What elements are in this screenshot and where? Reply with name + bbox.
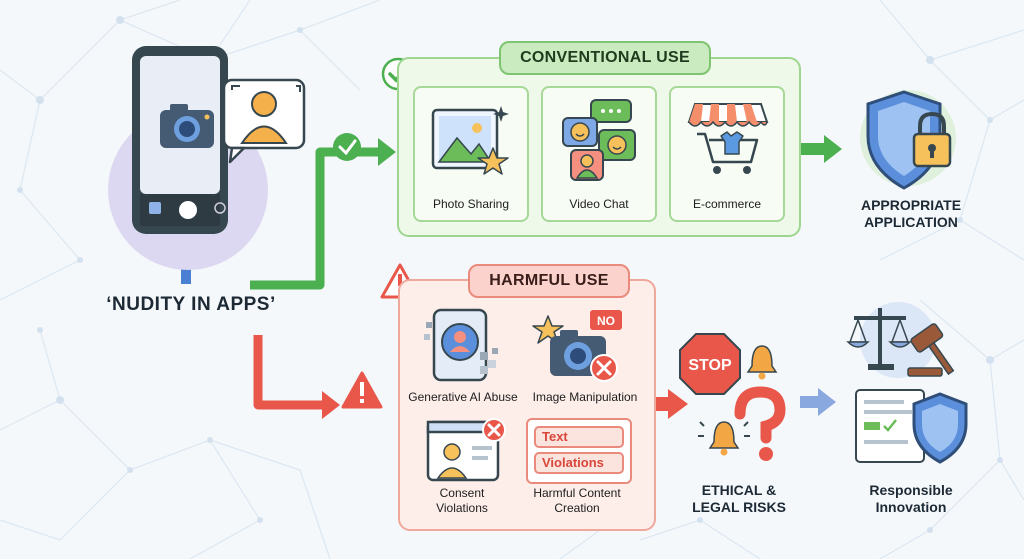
topic-title: ‘NUDITY IN APPS’ xyxy=(106,294,276,315)
warning-triangle-icon xyxy=(341,371,383,409)
shopping-cart-icon xyxy=(687,103,769,174)
camera-icon xyxy=(160,104,214,148)
card-photo-sharing: Photo Sharing xyxy=(413,86,529,222)
legal-risks-line: LEGAL RISKS xyxy=(692,499,786,515)
harmful-content-label: Harmful Content Creation xyxy=(518,486,636,516)
application-line: APPLICATION xyxy=(864,214,958,230)
shield-lock-icon xyxy=(860,90,956,190)
profile-bubble-icon xyxy=(222,78,306,164)
consent-violations-label: Consent Violations xyxy=(412,486,512,516)
red-flow-arrow xyxy=(253,335,340,419)
violations-tag: Violations xyxy=(534,452,624,474)
text-tag: Text xyxy=(534,426,624,448)
responsible-innovation-label: Responsible Innovation xyxy=(836,482,986,516)
green-outcome-arrow xyxy=(800,135,842,163)
bell-icon xyxy=(746,345,778,380)
consent-line: Consent xyxy=(439,486,485,500)
generative-ai-abuse-label: Generative AI Abuse xyxy=(408,390,518,404)
no-badge-text: NO xyxy=(597,314,615,328)
harmful-use-title: HARMFUL USE xyxy=(468,264,630,298)
stop-text: STOP xyxy=(688,357,732,374)
ethical-line: ETHICAL & xyxy=(701,482,777,498)
video-chat-label: Video Chat xyxy=(569,197,629,211)
e-commerce-label: E-commerce xyxy=(692,197,761,211)
phone-illustration xyxy=(108,46,306,270)
blue-outcome-arrow xyxy=(800,388,836,416)
browser-user-icon xyxy=(426,418,506,482)
ai-portrait-icon xyxy=(424,308,498,382)
violations-line: Violations xyxy=(436,501,488,515)
green-check-badge xyxy=(333,133,361,161)
photo-icon xyxy=(431,106,509,175)
camera-no-icon: NO xyxy=(532,310,622,382)
scales-gavel-icon xyxy=(846,302,968,464)
conventional-use-title: CONVENTIONAL USE xyxy=(499,41,711,75)
video-chat-icon xyxy=(562,99,636,181)
appropriate-application-label: APPROPRIATE APPLICATION xyxy=(836,197,986,231)
card-e-commerce: E-commerce xyxy=(669,86,785,222)
red-risk-arrow xyxy=(652,389,688,419)
stop-sign-icon: STOP xyxy=(679,333,786,461)
appropriate-line: APPROPRIATE xyxy=(860,197,962,213)
harmful-content-card: Text Violations xyxy=(526,418,632,484)
photo-sharing-label: Photo Sharing xyxy=(432,197,510,211)
alarm-bell-icon xyxy=(698,421,750,456)
image-manipulation-label: Image Manipulation xyxy=(532,390,638,404)
ethical-legal-risks-label: ETHICAL & LEGAL RISKS xyxy=(670,482,808,516)
card-video-chat: Video Chat xyxy=(541,86,657,222)
responsible-line: Responsible xyxy=(869,482,953,498)
question-mark-icon xyxy=(734,386,786,461)
creation-line: Creation xyxy=(554,501,600,515)
innovation-line: Innovation xyxy=(875,499,947,515)
harmful-content-line: Harmful Content xyxy=(533,486,621,500)
